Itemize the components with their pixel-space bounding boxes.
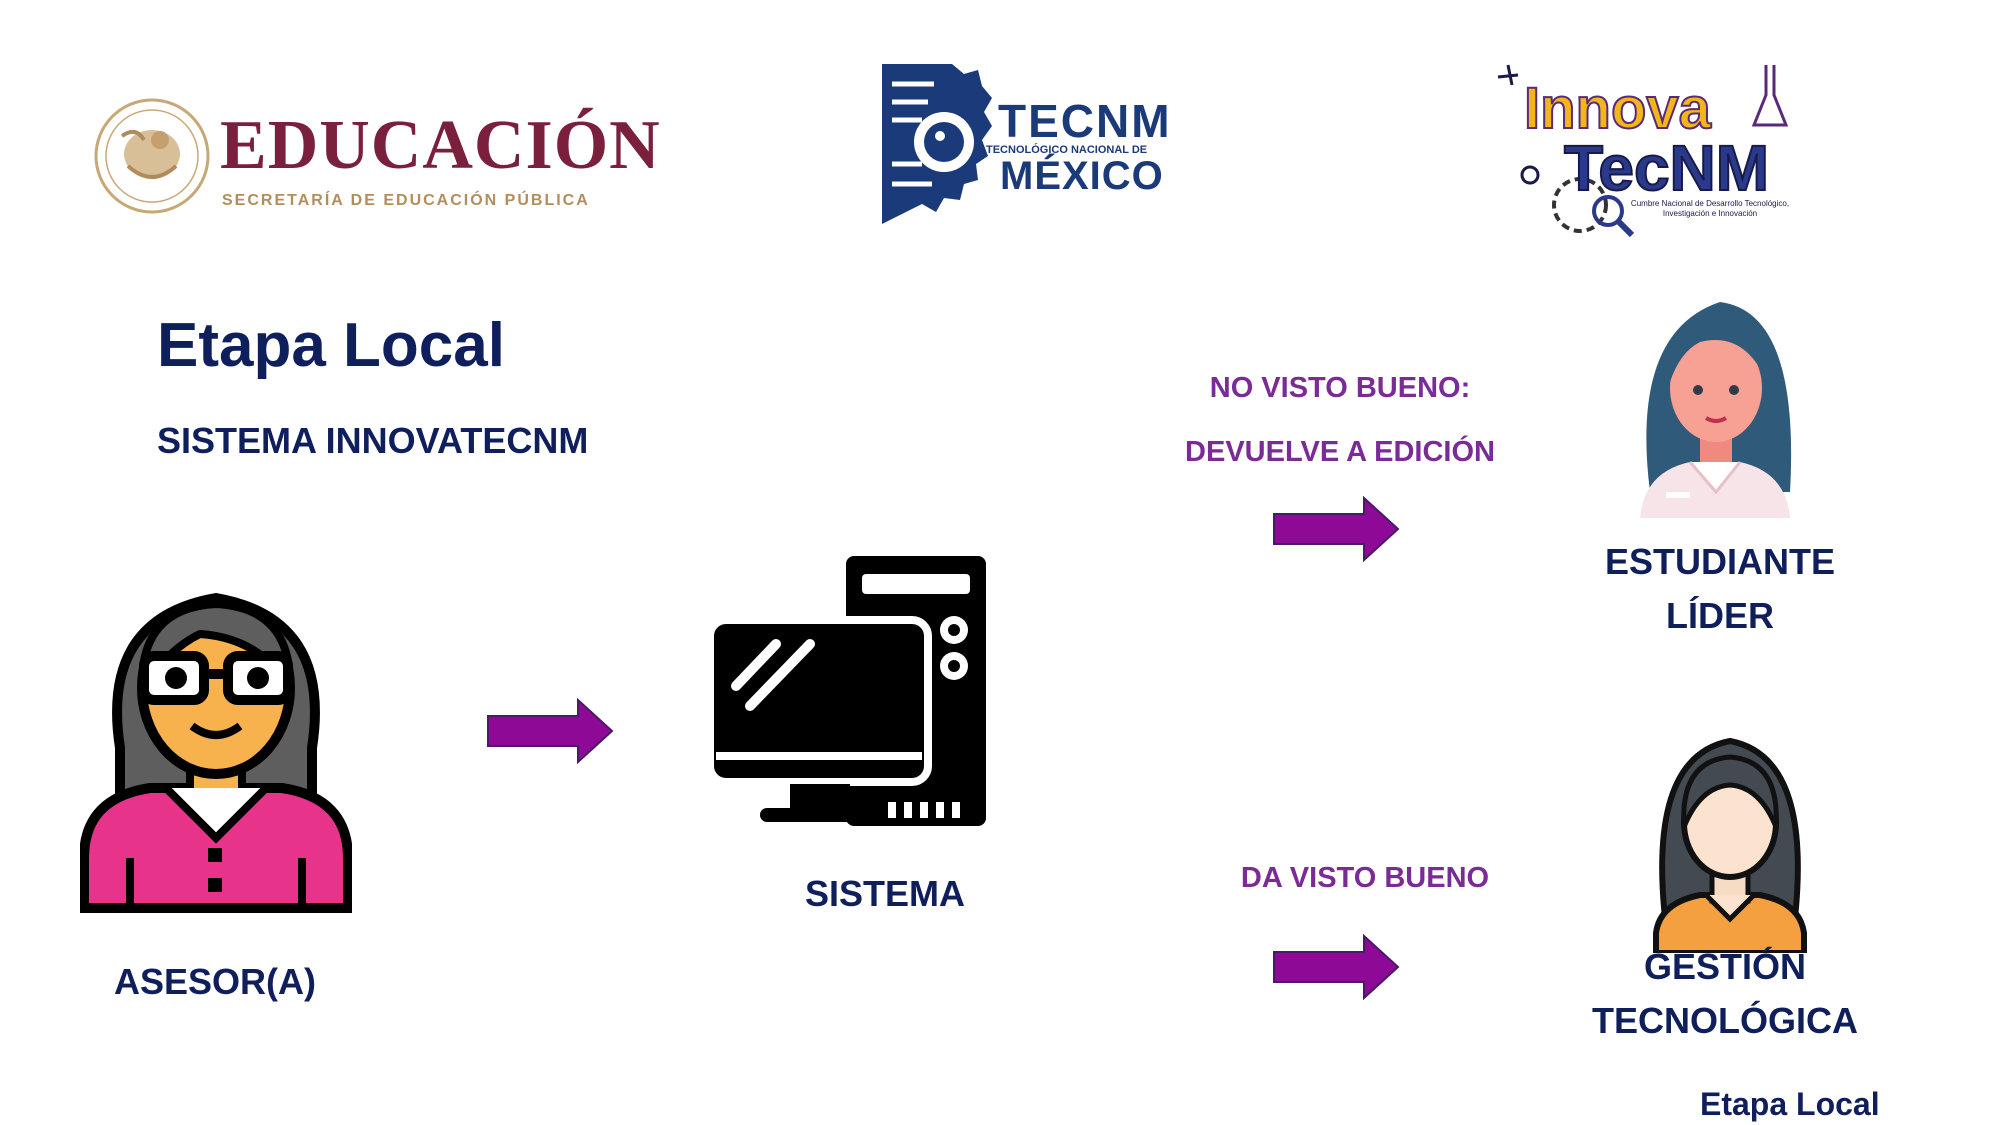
node-label-gestion-line2: TECNOLÓGICA bbox=[1592, 1000, 1858, 1041]
arrow-right-icon bbox=[1273, 934, 1400, 1000]
page-subtitle: SISTEMA INNOVATECNM bbox=[157, 420, 589, 461]
node-label-estudiante-line2: LÍDER bbox=[1666, 595, 1774, 636]
innova-tecnm-logo: Innova TecNM Cumbre Nacional de Desarrol… bbox=[1490, 55, 1810, 240]
footer-label: Etapa Local bbox=[1700, 1086, 1880, 1122]
innova-tagline: Cumbre Nacional de Desarrollo Tecnológic… bbox=[1630, 199, 1790, 218]
page-title: Etapa Local bbox=[157, 311, 505, 380]
tecnm-country: MÉXICO bbox=[1000, 154, 1164, 198]
tecnm-logo: TECNM TECNOLÓGICO NACIONAL DE MÉXICO bbox=[882, 62, 1172, 227]
node-label-asesor: ASESOR(A) bbox=[113, 961, 316, 1002]
gear-magnifier-icon bbox=[1497, 64, 1789, 238]
edge-label-no-visto-bueno: NO VISTO BUENO: bbox=[1209, 372, 1471, 404]
woman-avatar-icon bbox=[1653, 737, 1807, 953]
tecnm-tagline: TECNOLÓGICO NACIONAL DE bbox=[986, 144, 1148, 156]
node-label-estudiante: ESTUDIANTE LÍDER bbox=[1570, 535, 1870, 643]
innova-tecnm-title: TecNM bbox=[1563, 131, 1770, 205]
desktop-computer-icon bbox=[710, 556, 986, 826]
sep-logo: EDUCACIÓN SECRETARÍA DE EDUCACIÓN PÚBLIC… bbox=[92, 92, 660, 222]
arrow-right-icon bbox=[487, 698, 614, 764]
node-label-gestion-line1: GESTIÓN bbox=[1643, 946, 1807, 987]
node-label-gestion: GESTIÓN TECNOLÓGICA bbox=[1560, 940, 1890, 1048]
sep-subtitle: SECRETARÍA DE EDUCACIÓN PÚBLICA bbox=[222, 192, 590, 209]
tecnm-title: TECNM bbox=[998, 95, 1172, 147]
teacher-woman-icon bbox=[80, 592, 352, 913]
student-woman-icon bbox=[1640, 302, 1792, 518]
sep-title: EDUCACIÓN bbox=[220, 107, 661, 184]
tecnm-emblem-icon bbox=[882, 64, 992, 224]
mexico-seal-icon bbox=[94, 98, 210, 214]
node-label-estudiante-line1: ESTUDIANTE bbox=[1604, 541, 1835, 582]
edge-label-devuelve-edicion: DEVUELVE A EDICIÓN bbox=[1185, 436, 1495, 468]
innova-title: Innova bbox=[1523, 75, 1712, 142]
arrow-right-icon bbox=[1273, 496, 1400, 562]
node-label-sistema: SISTEMA bbox=[804, 873, 965, 914]
edge-label-da-visto-bueno: DA VISTO BUENO bbox=[1240, 862, 1490, 894]
